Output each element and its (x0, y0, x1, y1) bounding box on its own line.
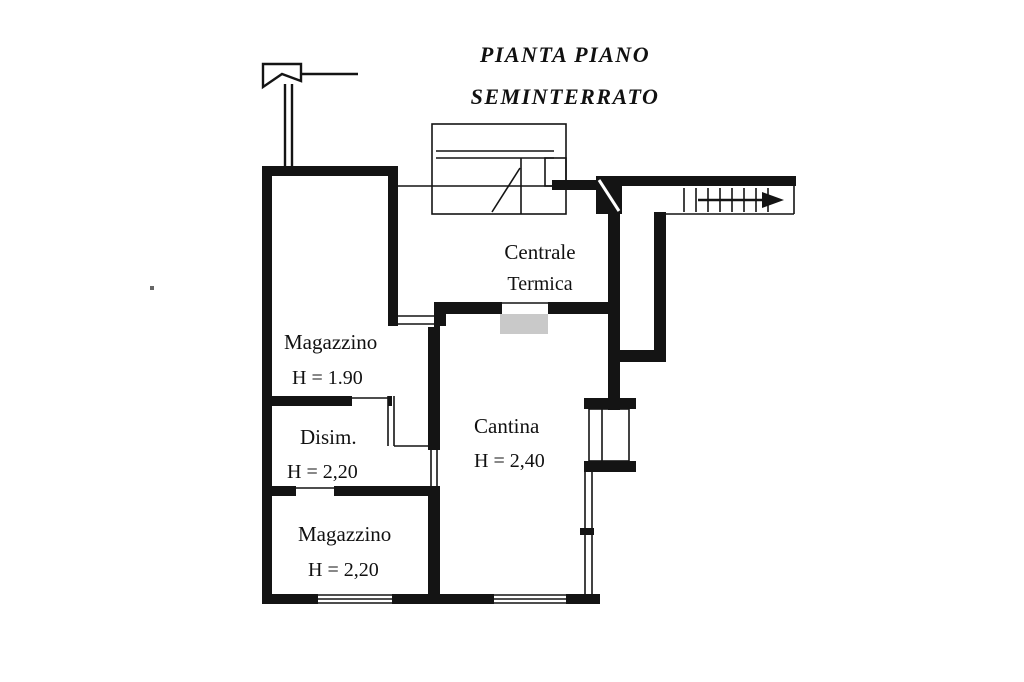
room-label-magazzino-bottom: Magazzino (298, 522, 392, 546)
door-opening (398, 313, 434, 327)
entrance-door-leaf (588, 408, 630, 462)
wall-segment (620, 176, 796, 186)
door-frame-top (584, 398, 636, 409)
wall-segment (654, 212, 666, 362)
wall-segment (388, 166, 398, 326)
room-label-centrale-termica-line2: Termica (507, 273, 573, 295)
exterior-stair (431, 123, 567, 215)
room-label-centrale-termica-line1: Centrale (504, 240, 576, 264)
wall-segment (428, 486, 440, 604)
cantina-doorway (430, 450, 438, 486)
room-height-magazzino-top: H = 1.90 (292, 367, 363, 389)
wall-segment (262, 166, 398, 176)
wall-segment (262, 166, 272, 604)
door-opening (502, 301, 548, 315)
wall-segment (262, 396, 392, 406)
wall-segment (608, 210, 620, 362)
door-block-slash (597, 179, 621, 212)
door-shadow (500, 314, 548, 334)
disim-partition (387, 396, 428, 447)
room-height-disimpegno: H = 2,20 (287, 461, 358, 483)
corridor-edge (658, 186, 795, 215)
plan-title-line1: PIANTA PIANO (479, 42, 651, 67)
room-height-magazzino-bottom: H = 2,20 (308, 559, 379, 581)
plan-title-line2: SEMINTERRATO (470, 84, 660, 109)
window-lines (318, 594, 566, 604)
door-frame-bottom (584, 461, 636, 472)
room-label-magazzino-top: Magazzino (284, 330, 378, 354)
door-opening (352, 395, 388, 407)
room-label-disimpegno: Disim. (300, 425, 357, 449)
stair-direction-arrow (698, 192, 784, 208)
boundary-flag (261, 62, 303, 90)
wall-segment (262, 486, 440, 496)
wall-segment (428, 314, 440, 450)
wall-segment (608, 350, 666, 362)
room-height-cantina: H = 2,40 (474, 450, 545, 472)
boundary-marker (261, 62, 358, 168)
thin-lines (296, 123, 795, 604)
wall-tick (580, 528, 594, 535)
wall-segment (552, 180, 612, 190)
scan-artifact (150, 286, 154, 290)
room-label-cantina: Cantina (474, 414, 540, 438)
door-threshold-lines (296, 302, 548, 489)
door-opening (296, 485, 334, 497)
right-thin-wall (584, 472, 593, 598)
